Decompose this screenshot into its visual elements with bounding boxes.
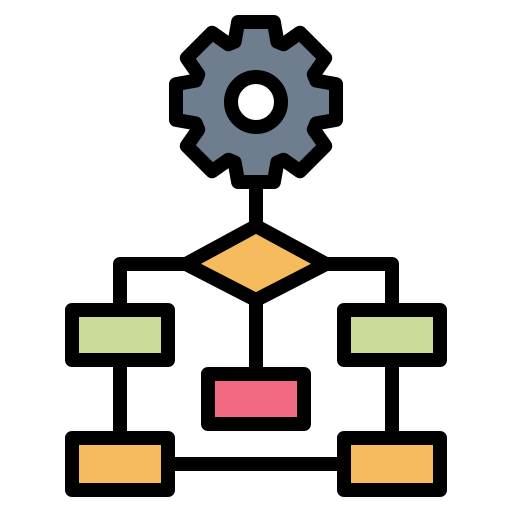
right-branch-connector [319, 257, 399, 317]
left-process-box [65, 303, 175, 367]
right-terminal-box [337, 431, 447, 497]
gear-icon [168, 14, 344, 190]
center-alert-box [201, 367, 311, 431]
right-process-box [337, 303, 447, 367]
connector-lines [113, 179, 399, 471]
left-branch-connector [113, 257, 193, 317]
decision-diamond [179, 219, 333, 307]
left-terminal-box [65, 431, 175, 497]
gear-hub-hole [224, 70, 288, 134]
